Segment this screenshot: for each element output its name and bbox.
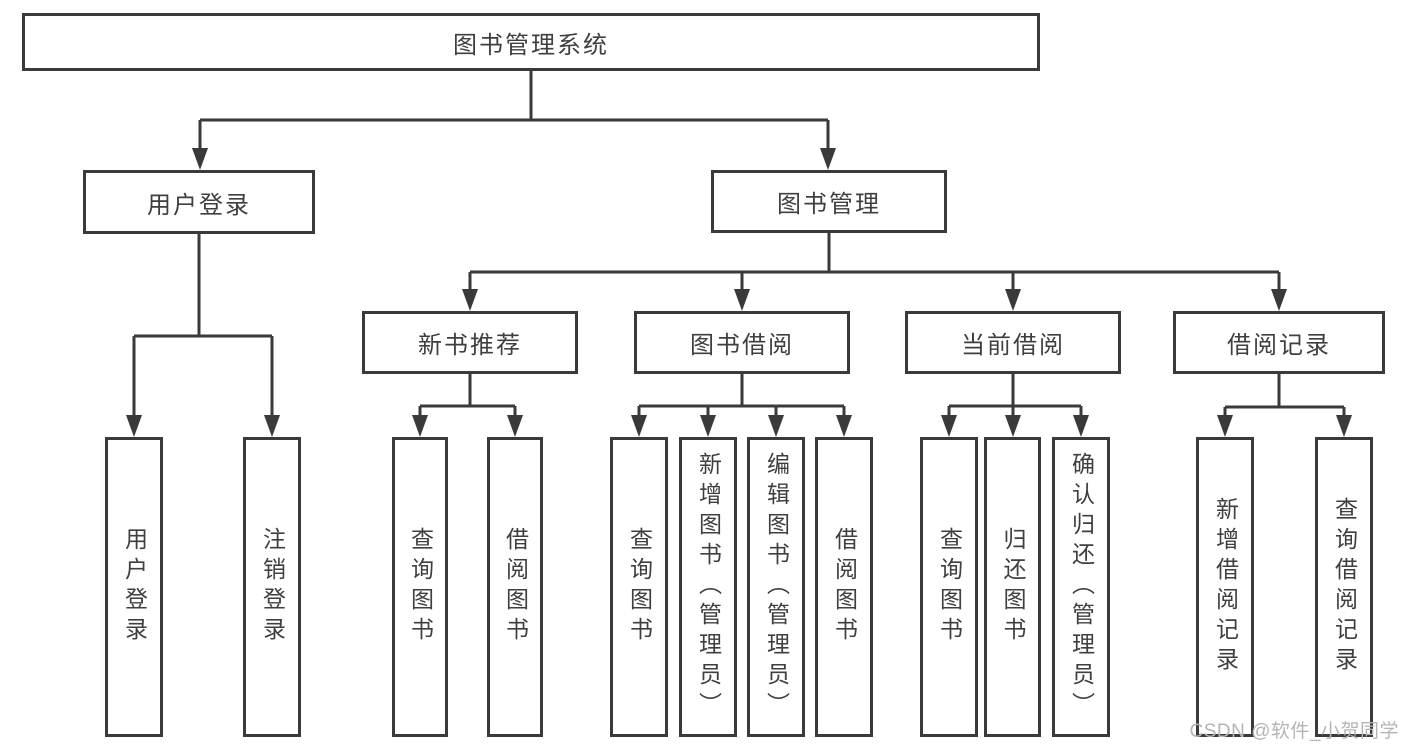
leaf-logout: 注销登录 xyxy=(243,437,301,737)
node-library-management-system: 图书管理系统 xyxy=(22,13,1040,71)
node-book-management: 图书管理 xyxy=(711,170,947,233)
leaf-query-books-borrow: 查询图书 xyxy=(610,437,668,737)
node-new-book-recommendation: 新书推荐 xyxy=(362,311,578,374)
leaf-query-books-current: 查询图书 xyxy=(920,437,978,737)
node-borrowing-records: 借阅记录 xyxy=(1173,311,1385,374)
leaf-add-borrow-record: 新增借阅记录 xyxy=(1196,437,1254,737)
node-current-borrowing: 当前借阅 xyxy=(905,311,1121,374)
leaf-return-books: 归还图书 xyxy=(984,437,1041,737)
leaf-borrow-books: 借阅图书 xyxy=(815,437,873,737)
leaf-edit-books-admin: 编辑图书（管理员） xyxy=(747,437,805,737)
node-book-borrowing: 图书借阅 xyxy=(634,311,850,374)
leaf-add-books-admin: 新增图书（管理员） xyxy=(679,437,737,737)
leaf-user-login: 用户登录 xyxy=(105,437,163,737)
arrowhead-icons xyxy=(126,148,1352,437)
leaf-query-books-recommend: 查询图书 xyxy=(392,437,448,737)
leaf-query-borrow-record: 查询借阅记录 xyxy=(1315,437,1373,737)
watermark: CSDN @软件_小贺同学 xyxy=(1189,721,1399,742)
node-user-login: 用户登录 xyxy=(83,170,315,234)
leaf-borrow-books-recommend: 借阅图书 xyxy=(487,437,543,737)
leaf-confirm-return-admin: 确认归还（管理员） xyxy=(1052,437,1110,737)
